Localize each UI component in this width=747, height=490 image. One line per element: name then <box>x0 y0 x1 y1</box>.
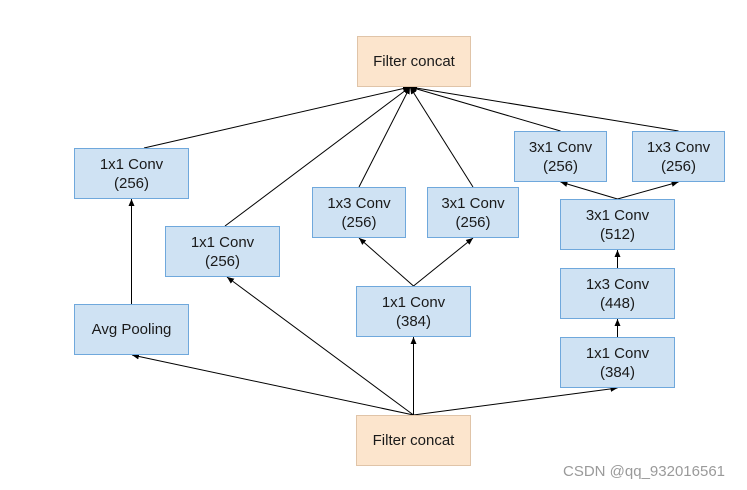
node-label: 3x1 Conv <box>585 206 650 224</box>
node-filters: (256) <box>542 157 579 175</box>
node-label: Avg Pooling <box>91 321 172 338</box>
filter-concat-bottom: Filter concat <box>356 415 471 466</box>
node-label: 1x1 Conv <box>99 155 164 173</box>
conv-3x1-256: 3x1 Conv (256) <box>427 187 519 238</box>
node-label: 3x1 Conv <box>441 194 505 212</box>
node-label: Filter concat <box>372 432 455 449</box>
edge-conv1x1_a-to-concat_top <box>143 85 411 149</box>
conv-1x1-256-pool-branch: 1x1 Conv (256) <box>74 148 189 199</box>
edge-conv1x3_c-to-concat_top <box>358 86 411 188</box>
edge-conv3x1_d_out-to-concat_top <box>409 86 561 132</box>
conv-3x1-512: 3x1 Conv (512) <box>560 199 675 250</box>
edge-concat_bot-to-conv1x1_d <box>413 385 618 416</box>
node-label: 1x3 Conv <box>646 138 711 156</box>
node-label: 1x1 Conv <box>585 344 650 362</box>
conv-1x1-384-deep-branch: 1x1 Conv (384) <box>560 337 675 388</box>
node-label: Filter concat <box>373 53 455 70</box>
edge-concat_bot-to-avgpool <box>131 353 414 416</box>
filter-concat-top: Filter concat <box>357 36 471 87</box>
conv-1x3-448: 1x3 Conv (448) <box>560 268 675 319</box>
edge-conv3x1_c-to-concat_top <box>409 86 474 188</box>
watermark: CSDN @qq_932016561 <box>563 463 726 480</box>
node-label: 1x1 Conv <box>381 293 446 311</box>
conv-1x1-384: 1x1 Conv (384) <box>356 286 471 337</box>
conv-3x1-256-output: 3x1 Conv (256) <box>514 131 607 182</box>
node-label: 3x1 Conv <box>528 138 593 156</box>
avg-pooling: Avg Pooling <box>74 304 189 355</box>
edge-conv3x1_d-to-conv3x1_d_out <box>560 181 618 200</box>
edge-conv1x3_d_out-to-concat_top <box>409 85 679 132</box>
edge-concat_bot-to-conv1x1_b <box>226 276 414 416</box>
conv-1x3-256-output: 1x3 Conv (256) <box>632 131 725 182</box>
edge-conv1x1_c-to-conv3x1_c <box>413 237 474 287</box>
node-filters: (384) <box>599 363 636 381</box>
edge-conv1x1_b-to-concat_top <box>224 86 411 227</box>
node-filters: (448) <box>599 294 636 312</box>
node-label: 1x3 Conv <box>585 275 650 293</box>
node-filters: (256) <box>204 252 241 270</box>
conv-1x3-256: 1x3 Conv (256) <box>312 187 406 238</box>
edge-conv3x1_d-to-conv1x3_d_out <box>617 180 679 200</box>
node-label: 1x3 Conv <box>327 194 391 212</box>
node-filters: (256) <box>113 174 150 192</box>
conv-1x1-256: 1x1 Conv (256) <box>165 226 280 277</box>
node-filters: (512) <box>599 225 636 243</box>
node-filters: (256) <box>341 213 377 231</box>
node-label: 1x1 Conv <box>190 233 255 251</box>
node-filters: (256) <box>660 157 697 175</box>
node-filters: (256) <box>455 213 491 231</box>
node-filters: (384) <box>395 312 432 330</box>
edge-conv1x1_c-to-conv1x3_c <box>358 237 414 287</box>
